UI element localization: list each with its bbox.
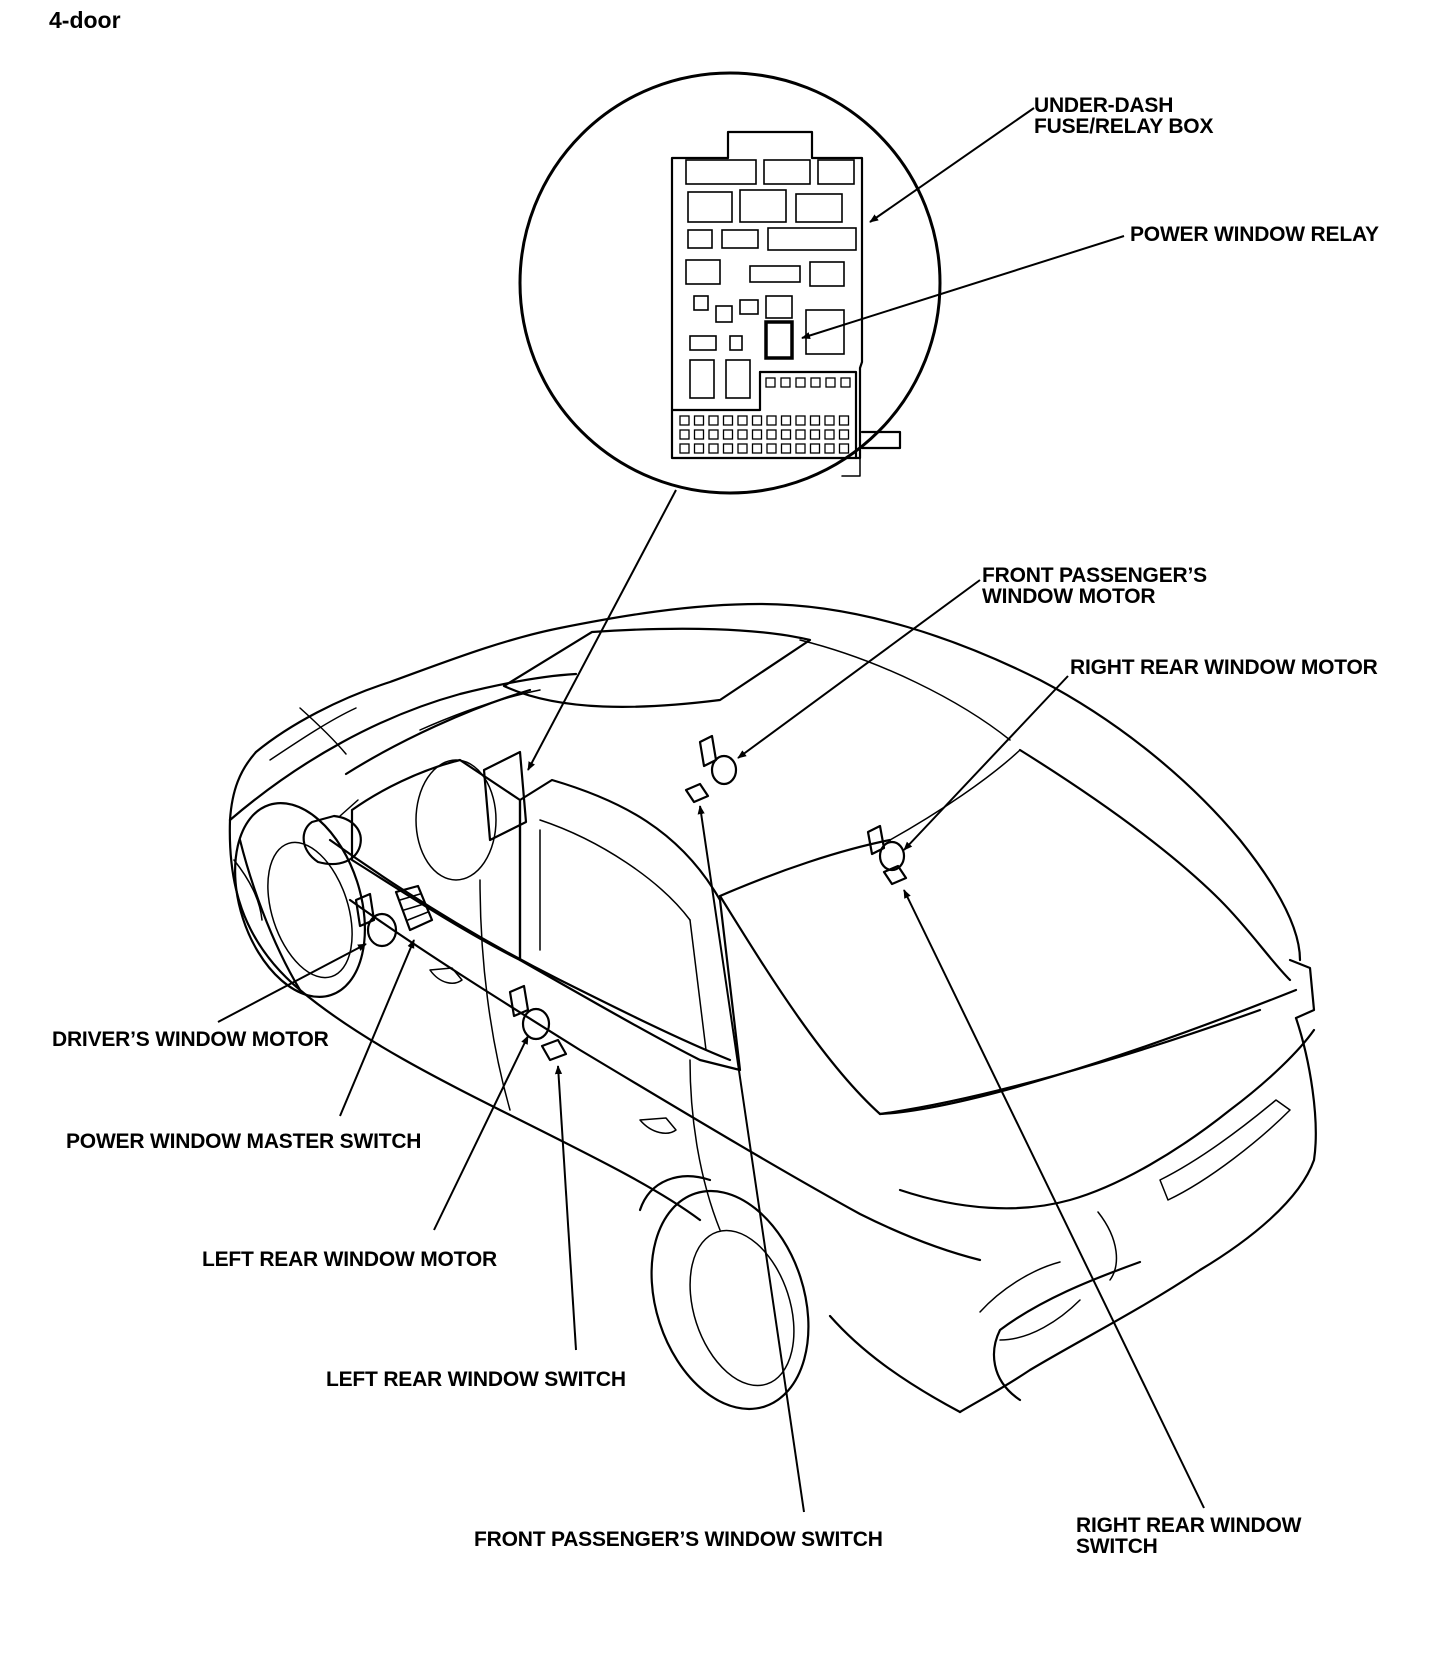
leader-fuse-box-location: [527, 489, 677, 771]
label-master-switch: POWER WINDOW MASTER SWITCH: [66, 1130, 421, 1153]
label-driver-motor: DRIVER’S WINDOW MOTOR: [52, 1028, 329, 1051]
fuse-grid: [679, 377, 851, 454]
label-relay: POWER WINDOW RELAY: [1130, 223, 1379, 246]
fuse-slot: [809, 443, 821, 454]
fuse-slot: [824, 443, 835, 454]
fuse-slot: [795, 415, 806, 426]
leader-fuse-box: [869, 107, 1035, 223]
leader-left-rear-switch: [554, 1065, 577, 1351]
fuse-slot: [737, 443, 748, 454]
diagram-title: 4-door: [49, 7, 121, 33]
fuse-slot: [766, 429, 777, 440]
leader-right-rear-motor: [903, 675, 1069, 851]
fuse-slot: [824, 429, 835, 440]
fuse-slot: [780, 429, 792, 440]
fuse-slot: [751, 415, 763, 426]
fuse-slot: [780, 443, 792, 454]
fuse-slot: [765, 377, 776, 388]
fuse-slot: [693, 415, 705, 426]
label-front-pass-motor-line2: WINDOW MOTOR: [982, 585, 1155, 608]
label-left-rear-switch: LEFT REAR WINDOW SWITCH: [326, 1368, 626, 1391]
fuse-slot: [838, 429, 850, 440]
label-fuse-box-line2: FUSE/RELAY BOX: [1034, 115, 1213, 138]
fuse-slot: [809, 429, 821, 440]
fuse-slot: [737, 429, 748, 440]
fuse-slot: [679, 415, 690, 426]
leader-front-pass-motor: [737, 579, 981, 759]
fuse-slot: [708, 443, 719, 454]
fuse-box-magnified-view: [518, 71, 942, 495]
fuse-slot: [810, 377, 821, 388]
fuse-slot: [679, 443, 690, 454]
label-right-rear-switch-line2: SWITCH: [1076, 1535, 1158, 1558]
label-front-pass-motor-line1: FRONT PASSENGER’S: [982, 564, 1207, 587]
leader-left-rear-motor: [433, 1035, 529, 1231]
fuse-slot: [708, 429, 719, 440]
fuse-slot: [722, 443, 734, 454]
fuse-slot: [679, 429, 690, 440]
fuse-slot: [780, 377, 791, 388]
label-front-pass-switch: FRONT PASSENGER’S WINDOW SWITCH: [474, 1528, 883, 1551]
fuse-slot: [795, 377, 806, 388]
fuse-slot: [766, 443, 777, 454]
label-fuse-box-line1: UNDER-DASH: [1034, 94, 1173, 117]
leader-right-rear-switch: [903, 889, 1205, 1509]
power-window-master-switch: [394, 884, 434, 932]
label-right-rear-switch-line1: RIGHT REAR WINDOW: [1076, 1514, 1302, 1537]
fuse-slot: [766, 415, 777, 426]
left-rear-window-motor: [508, 984, 551, 1041]
fuse-slot: [708, 415, 719, 426]
label-left-rear-motor: LEFT REAR WINDOW MOTOR: [202, 1248, 497, 1271]
front-passenger-window-switch: [684, 782, 710, 804]
fuse-box-location: [482, 750, 528, 842]
leader-master-switch: [339, 939, 415, 1117]
fuse-slot: [825, 377, 836, 388]
fuse-slot: [809, 415, 821, 426]
leader-driver-motor: [217, 943, 367, 1023]
fuse-slot: [824, 415, 835, 426]
fuse-slot: [751, 443, 763, 454]
front-passenger-window-motor: [698, 734, 738, 786]
leader-relay: [801, 235, 1125, 339]
fuse-slot: [693, 429, 705, 440]
fuse-slot: [722, 415, 734, 426]
fuse-slot: [737, 415, 748, 426]
fuse-slot: [751, 429, 763, 440]
label-right-rear-motor: RIGHT REAR WINDOW MOTOR: [1070, 656, 1378, 679]
left-rear-window-switch: [540, 1038, 568, 1062]
right-rear-window-switch: [882, 864, 908, 886]
leader-lines: [217, 107, 1205, 1513]
fuse-slot: [795, 429, 806, 440]
right-rear-window-motor: [866, 824, 906, 872]
fuse-slot: [722, 429, 734, 440]
leader-front-pass-switch: [697, 805, 805, 1513]
drivers-window-motor: [354, 892, 398, 948]
car-outline: [228, 602, 1317, 1414]
fuse-slot: [693, 443, 705, 454]
fuse-slot: [780, 415, 792, 426]
fuse-slot: [838, 415, 850, 426]
fuse-slot: [795, 443, 806, 454]
fuse-slot: [840, 377, 851, 388]
fuse-slot: [838, 443, 850, 454]
